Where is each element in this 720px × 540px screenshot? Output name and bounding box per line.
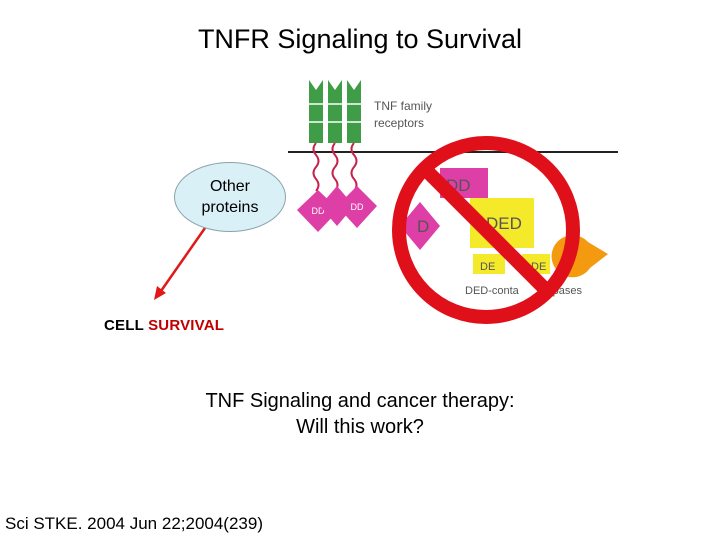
survival-arrow-icon: [154, 227, 207, 300]
death-domain-3: DD: [337, 186, 377, 228]
other-proteins-bubble: Other proteins: [174, 162, 286, 232]
prohibition-icon: [392, 136, 580, 324]
svg-text:DD: DD: [312, 206, 325, 216]
svg-text:DED: DED: [486, 214, 522, 233]
receptor-label-line-1: TNF family: [374, 99, 432, 113]
other-proteins-line-1: Other: [209, 178, 250, 195]
cell-survival-word-2: SURVIVAL: [148, 317, 225, 334]
question-line-2: Will this work?: [296, 416, 424, 438]
svg-text:DE: DE: [480, 261, 495, 273]
svg-text:DD: DD: [351, 202, 364, 212]
question-text: TNF Signaling and cancer therapy: Will t…: [160, 388, 560, 440]
other-proteins-line-2: proteins: [201, 199, 259, 216]
citation: Sci STKE. 2004 Jun 22;2004(239): [5, 514, 263, 533]
caspase-label-left: DED-conta: [465, 285, 520, 297]
tnf-receptor-2: [328, 80, 342, 192]
cell-survival-label: CELL SURVIVAL: [104, 317, 224, 334]
svg-text:D: D: [417, 217, 429, 236]
receptor-label-line-2: receptors: [374, 116, 424, 130]
ded-small-left: DE: [473, 254, 505, 274]
cell-survival-word-1: CELL: [104, 317, 144, 334]
question-line-1: TNF Signaling and cancer therapy:: [205, 390, 515, 412]
tnf-receptor-3: [347, 80, 361, 192]
adaptor-death-domain-partial: D: [400, 202, 440, 250]
slide-title: TNFR Signaling to Survival: [197, 24, 523, 54]
tnf-receptor-1: [309, 80, 323, 192]
